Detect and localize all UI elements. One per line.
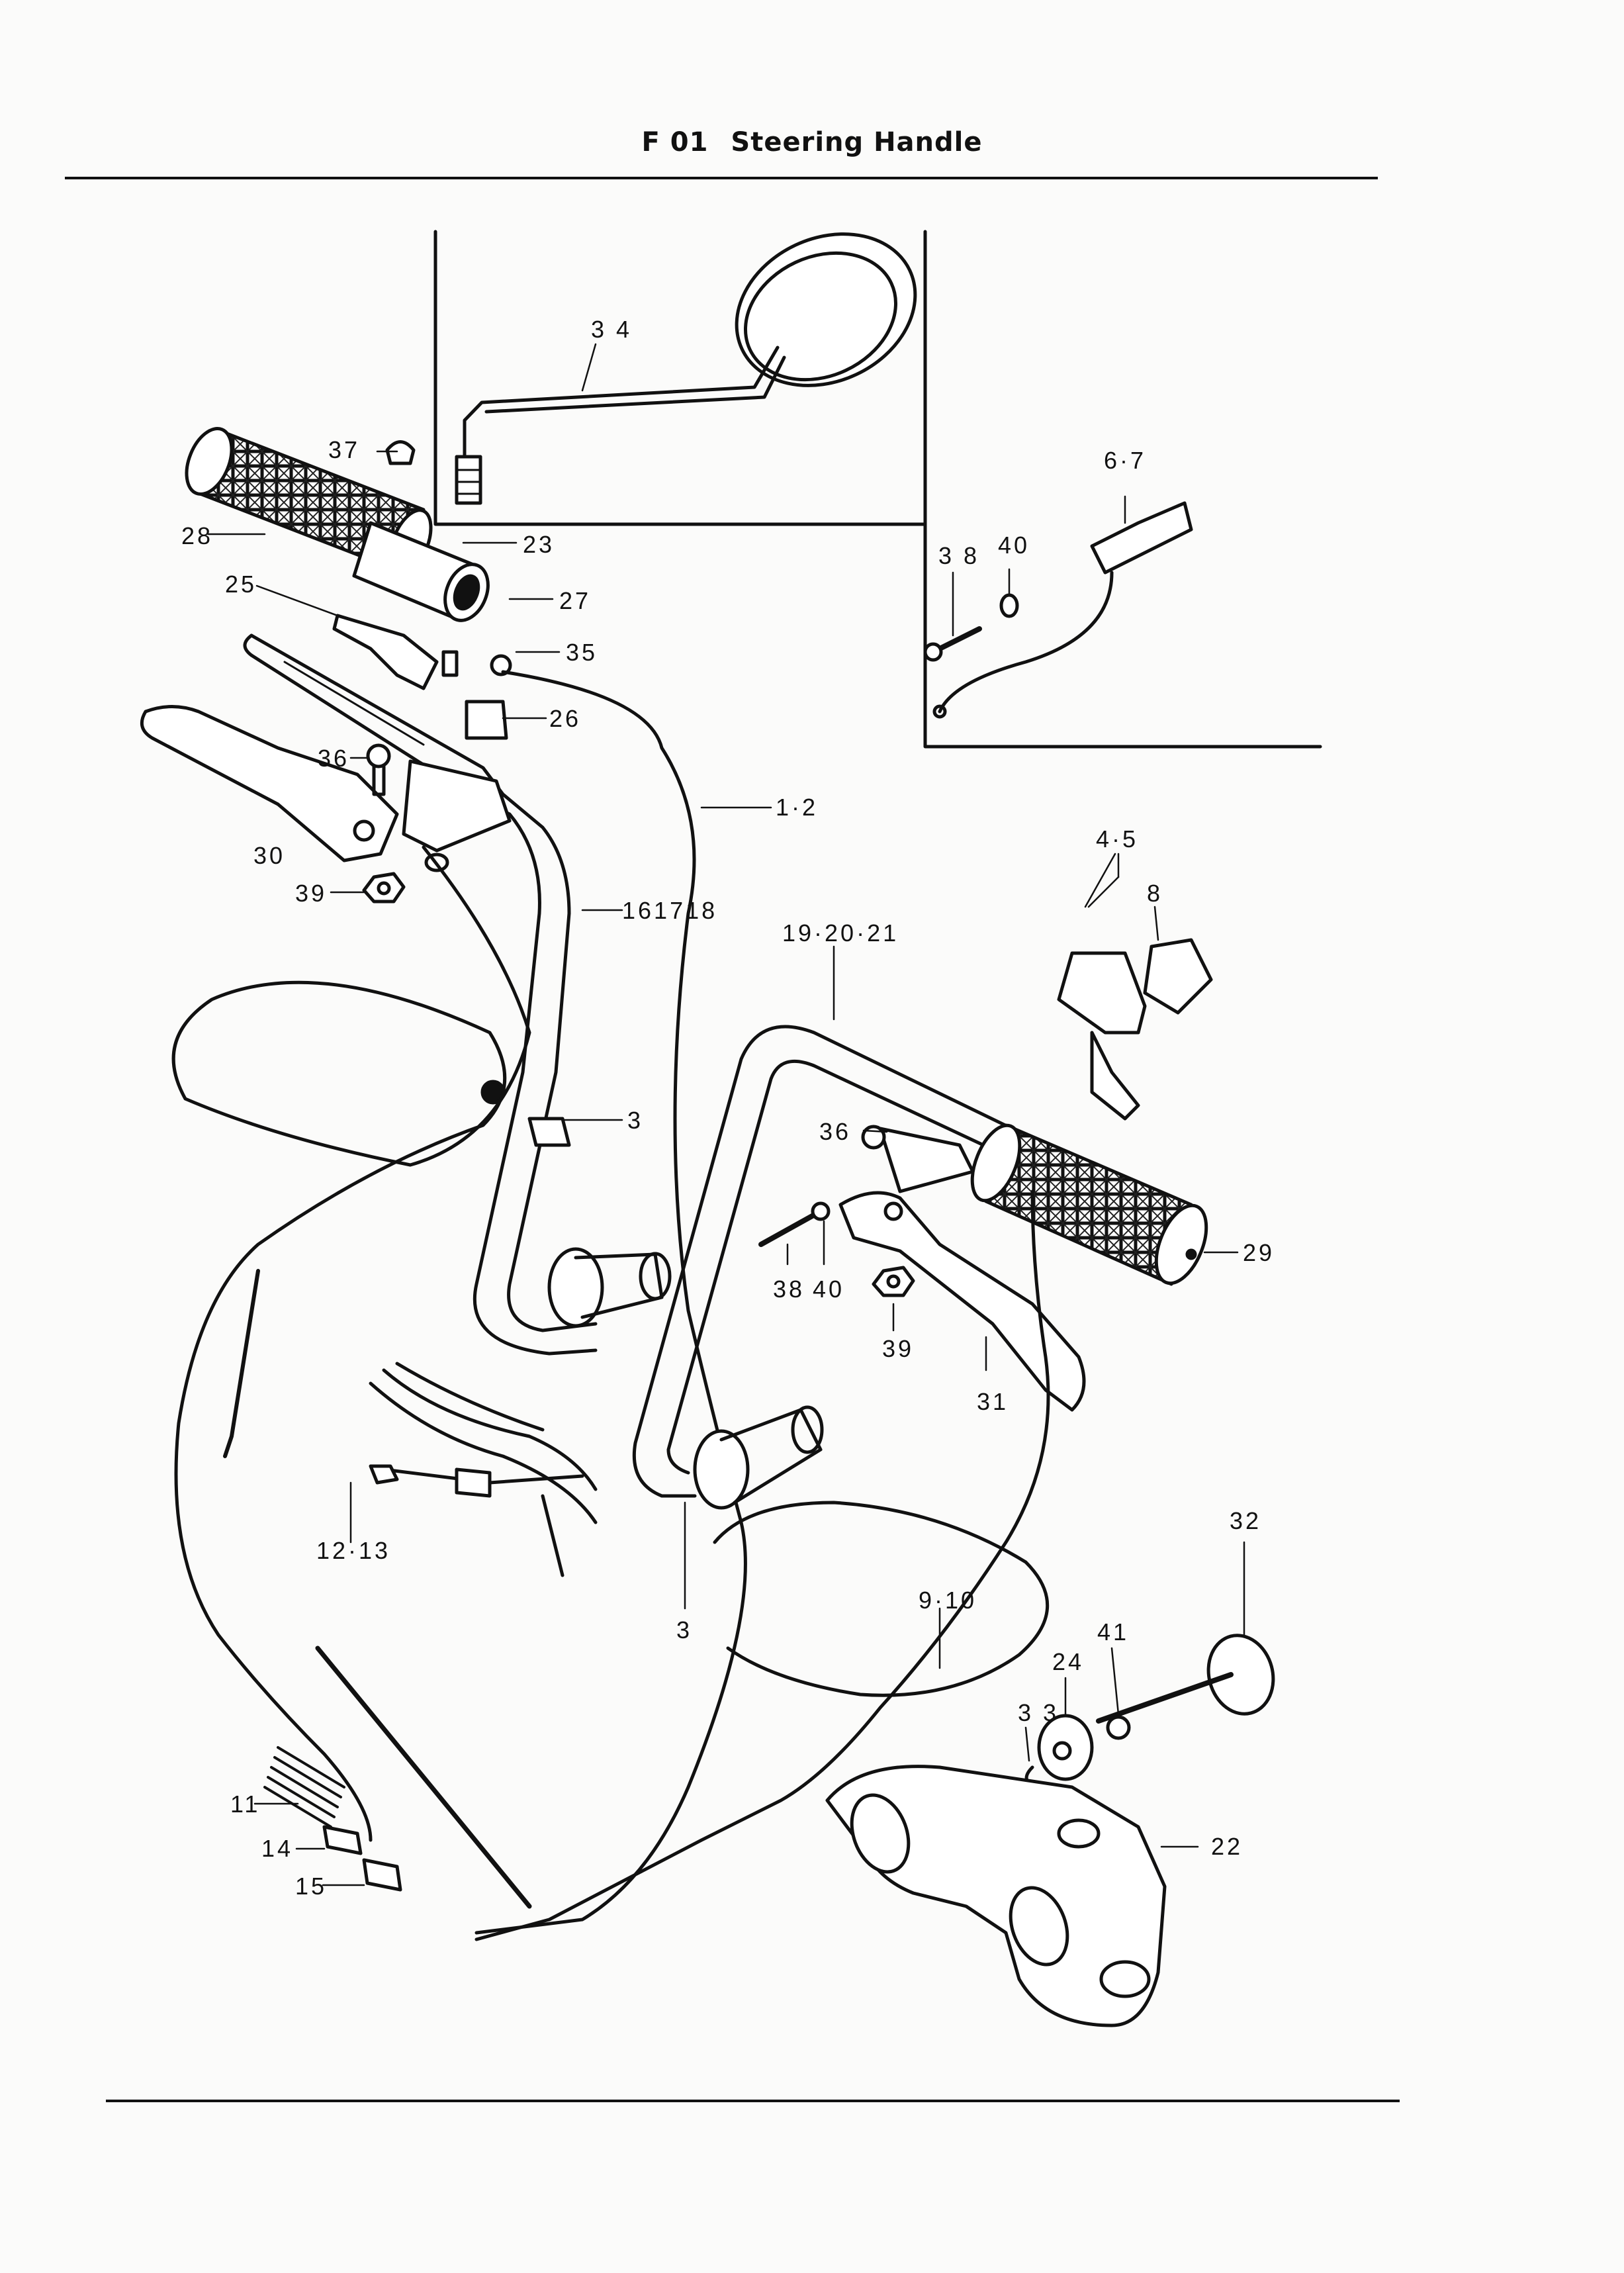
callout-40-right: 40 [813, 1276, 844, 1303]
callout-27: 27 [559, 587, 591, 614]
callout-26: 26 [549, 705, 581, 732]
callout-39-right: 39 [882, 1335, 914, 1362]
callout-36-right: 36 [819, 1118, 851, 1145]
clutch-cable [171, 845, 531, 1842]
callout-6-7: 6·7 [1104, 447, 1146, 474]
callout-9-10: 9·10 [919, 1587, 977, 1614]
callout-8: 8 [1147, 880, 1163, 907]
throttle-grip-pipe [352, 521, 490, 622]
steering-damper-knob [1024, 1634, 1275, 1789]
callout-19-20-21: 19·20·21 [782, 919, 899, 947]
callout-1-2: 1·2 [776, 794, 818, 821]
switch-6-7 [932, 501, 1193, 719]
screw-38-inset [923, 593, 1019, 662]
callout-38-right: 38 [773, 1276, 805, 1303]
page-title: F 01 Steering Handle [0, 127, 1624, 158]
screw-38-right [758, 1201, 831, 1247]
callout-33: 3 3 [1018, 1699, 1059, 1726]
callout-38-inset: 3 8 [938, 542, 979, 569]
brake-cable-loop [713, 1501, 1049, 1697]
callout-31: 31 [977, 1388, 1009, 1415]
callout-36-left: 36 [318, 745, 349, 772]
callout-37: 37 [328, 436, 360, 463]
front-brake-cable [474, 1189, 1050, 1941]
callout-11: 11 [230, 1790, 260, 1818]
callout-labels: 3 4 37 28 23 25 27 35 26 36 30 39 1·2 16… [181, 316, 1275, 1900]
callout-35: 35 [566, 639, 598, 666]
handlebar-holder-bridge [825, 1765, 1167, 2027]
section-code: F 01 [641, 127, 709, 158]
callout-leaders [207, 343, 1245, 1886]
callout-34: 3 4 [591, 316, 632, 343]
nut-39-right [872, 1266, 915, 1297]
clutch-lever [140, 705, 399, 862]
callout-3-lower: 3 [676, 1616, 692, 1644]
rear-view-mirror [455, 232, 917, 505]
callout-40-inset: 40 [998, 532, 1030, 559]
callout-12-13: 12·13 [316, 1537, 390, 1564]
front-brake-lever [838, 1191, 1086, 1412]
callout-28: 28 [181, 522, 213, 549]
cable-1-2 [474, 670, 747, 1935]
header-rule [65, 177, 1378, 179]
callout-29: 29 [1243, 1239, 1275, 1266]
callout-25: 25 [225, 571, 257, 598]
callout-39-left: 39 [295, 880, 327, 907]
throttle-housing-parts [332, 614, 512, 740]
left-handlebar [243, 633, 672, 1356]
lighting-switch [1057, 938, 1213, 1121]
callout-41: 41 [1097, 1618, 1129, 1646]
section-title: Steering Handle [731, 127, 983, 158]
clutch-cable-end [223, 1269, 260, 1458]
callout-22: 22 [1211, 1833, 1243, 1860]
wiring-harness [369, 1362, 598, 1577]
cable-adjuster-parts [263, 1646, 532, 1909]
callout-24: 24 [1052, 1648, 1084, 1675]
callout-16-17-18: 161718 [622, 897, 717, 924]
callout-14: 14 [261, 1835, 293, 1862]
callout-15: 15 [295, 1873, 327, 1900]
grip-cap [385, 440, 416, 465]
callout-30: 30 [253, 842, 285, 869]
callout-3-upper: 3 [627, 1107, 643, 1134]
footer-rule [106, 2100, 1400, 2102]
screw-36-left [366, 743, 391, 796]
mirror-inset-frame [433, 230, 1322, 749]
right-handlebar [632, 1025, 1028, 1510]
callout-32: 32 [1230, 1507, 1261, 1534]
right-handle-grip [970, 1123, 1208, 1286]
callout-23: 23 [523, 531, 555, 558]
callout-4-5: 4·5 [1096, 825, 1138, 853]
